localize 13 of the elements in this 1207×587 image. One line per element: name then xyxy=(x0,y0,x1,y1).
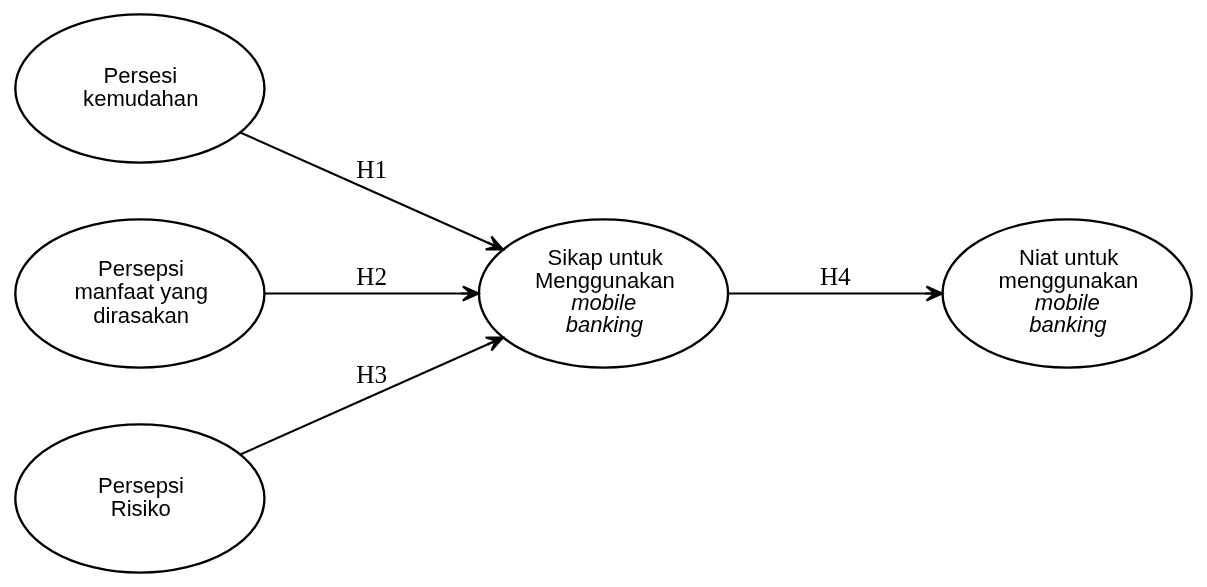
edge-label: H4 xyxy=(819,263,851,291)
arrow xyxy=(239,131,504,251)
arrow xyxy=(264,285,480,302)
arrow xyxy=(239,336,504,456)
arrow xyxy=(728,285,944,302)
edge-label: H3 xyxy=(356,361,388,389)
node-ellipse: Niat untuk menggunakan mobile banking xyxy=(941,218,1193,369)
node-ellipse: Persesi kemudahan xyxy=(14,13,266,164)
node-ellipse: Sikap untuk Menggunakan mobile banking xyxy=(477,218,730,369)
edge-label: H2 xyxy=(356,263,388,291)
node-ellipse: Persepsi manfaat yang dirasakan xyxy=(14,218,266,369)
edge-label: H1 xyxy=(356,156,388,184)
node-ellipse: Persepsi Risiko xyxy=(14,423,266,574)
